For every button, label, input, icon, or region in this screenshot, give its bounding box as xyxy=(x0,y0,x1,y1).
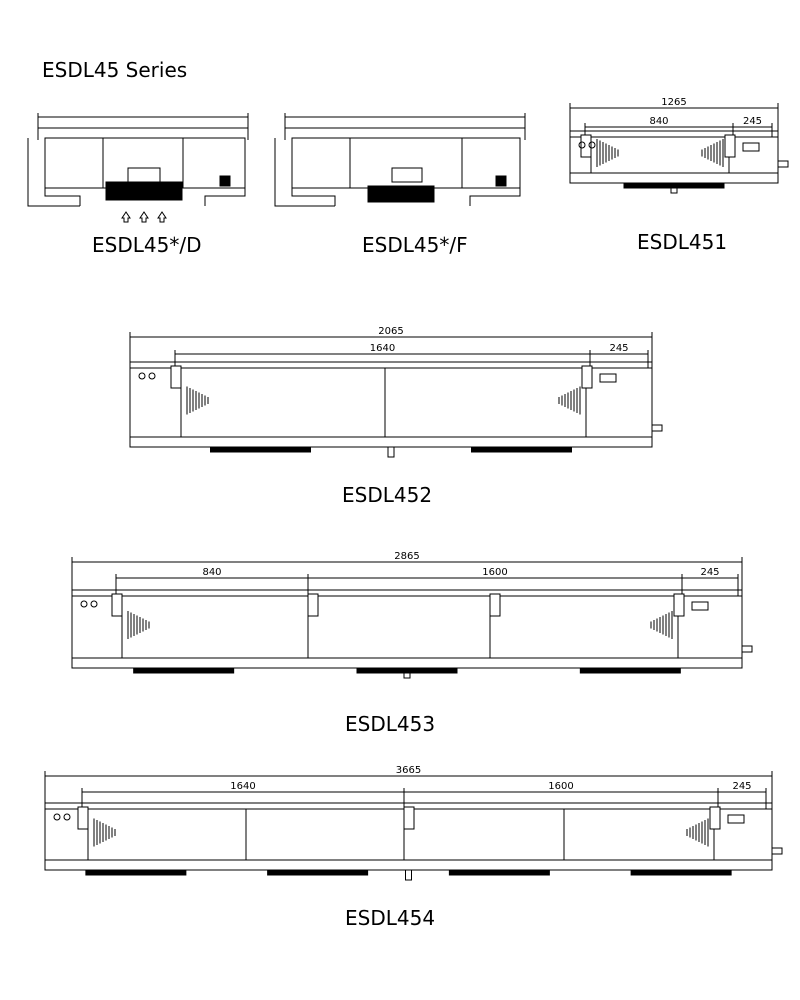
front-view-esdl451: 1265 840 245 xyxy=(569,97,789,194)
model-label-453: ESDL453 xyxy=(345,712,436,736)
fan-unit xyxy=(630,870,732,876)
fan-unit xyxy=(267,870,369,876)
dimension-segment: 1640 xyxy=(370,343,395,354)
front-view-esdl454: 3665 1640 1600 245 xyxy=(44,765,783,881)
mounting-bracket xyxy=(170,365,182,389)
fan-unit xyxy=(579,668,681,674)
dimension-segment: 1640 xyxy=(230,781,255,792)
series-title: ESDL45 Series xyxy=(42,58,188,82)
mounting-bracket xyxy=(77,806,89,830)
mounting-bracket xyxy=(581,365,593,389)
dimension-segment: 1600 xyxy=(482,567,507,578)
fan-unit xyxy=(623,183,725,189)
mounting-bracket xyxy=(111,593,123,617)
fan-unit xyxy=(448,870,550,876)
mounting-bracket xyxy=(489,593,501,617)
model-label-452: ESDL452 xyxy=(342,483,433,507)
mounting-bracket xyxy=(403,806,415,830)
mounting-bracket xyxy=(580,134,592,158)
dimension-segment: 245 xyxy=(700,567,719,578)
side-view-d xyxy=(27,113,249,223)
fan-unit xyxy=(133,668,235,674)
fan-unit xyxy=(85,870,187,876)
model-label-454: ESDL454 xyxy=(345,906,436,930)
fan-unit xyxy=(356,668,458,674)
dimension-segment: 245 xyxy=(609,343,628,354)
dimension-overall: 2865 xyxy=(394,551,419,562)
front-view-esdl452: 2065 1640 245 xyxy=(129,326,663,458)
dimension-overall: 2065 xyxy=(378,326,403,337)
mounting-bracket xyxy=(709,806,721,830)
model-label-d: ESDL45*/D xyxy=(92,233,202,257)
mounting-bracket xyxy=(673,593,685,617)
dimension-segment: 245 xyxy=(732,781,751,792)
dimension-segment: 1600 xyxy=(548,781,573,792)
dimension-overall: 3665 xyxy=(396,765,421,776)
airflow-arrows-icon xyxy=(121,211,167,223)
mounting-bracket xyxy=(307,593,319,617)
dimension-segment: 840 xyxy=(202,567,221,578)
mounting-bracket xyxy=(724,134,736,158)
dimension-overall: 1265 xyxy=(661,97,686,108)
model-label-451: ESDL451 xyxy=(637,230,728,254)
fan-unit xyxy=(210,447,311,453)
model-label-f: ESDL45*/F xyxy=(362,233,468,257)
side-view-f xyxy=(274,113,526,207)
dimension-segment: 245 xyxy=(743,116,762,127)
dimension-segment: 840 xyxy=(649,116,668,127)
front-view-esdl453: 2865 840 1600 245 xyxy=(71,551,753,679)
fan-unit xyxy=(471,447,572,453)
